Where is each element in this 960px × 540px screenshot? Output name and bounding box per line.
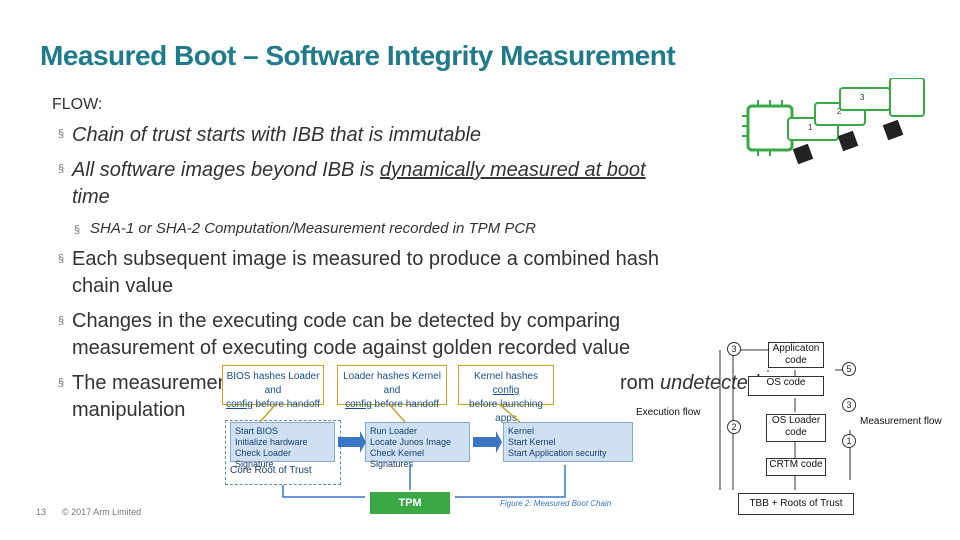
image-stack-icon: 1 2 3 [787,78,925,141]
chip-number: 3 [860,93,865,102]
tbb-roots-box: TBB + Roots of Trust [738,493,854,515]
stage-kernel: Kernel Start Kernel Start Application se… [503,422,633,462]
bullet-icon: § [58,377,65,389]
callout-underlined: config [345,399,372,410]
stage-line: Start Application security [508,448,607,458]
bullet-icon: § [58,163,65,175]
bullet-text: All software images beyond IBB is [72,159,380,181]
callout-text-line1: Kernel hashes config [461,370,551,398]
os-loader-box: OS Loader code [766,414,826,442]
bullet-italic-text: undetected [660,372,759,394]
bullet-chain-of-trust: Chain of trust starts with IBB that is i… [72,124,482,146]
boot-chain-diagram: BIOS hashes Loader and config before han… [200,365,645,515]
core-root-box [225,420,341,485]
copyright: © 2017 Arm Limited [62,507,142,517]
callout-underlined: config [226,399,253,410]
bullet-underlined-text: dynamically measured at boot [379,159,646,181]
stage-loader: Run Loader Locate Junos Image Check Kern… [365,422,470,469]
bullet-continued: manipulation [72,399,186,421]
chip-number: 2 [837,107,842,116]
chip-number: 1 [808,123,813,132]
stage-line: Start BIOS [235,426,279,436]
callout-text: before launching apps [469,399,543,424]
bullet-dynamic-measure: All software images beyond IBB is dynami… [72,157,646,183]
step-number: 3 [727,342,741,356]
callout-pointer [259,404,276,423]
page-number: 13 [36,507,47,517]
arrow-right-icon [473,431,502,453]
step-number: 5 [842,362,856,376]
execution-flow-label: Execution flow [636,407,701,418]
measurement-flow-label: Measurement flow [860,416,942,427]
callout-pointer [389,404,406,423]
stage-line: Locate Junos Image [370,437,452,447]
stage-line: Check Loader Signature [235,448,292,469]
stage-line: Kernel [508,426,535,436]
app-code-box: Applicaton code [768,342,824,368]
sub-bullet-sha: SHA-1 or SHA-2 Computation/Measurement r… [90,220,537,237]
callout-underlined: config [492,385,520,396]
bullet-continued: chain value [72,275,174,297]
tpm-connector [455,465,566,498]
callout-pointer [499,404,521,423]
bullet-icon: § [58,253,65,265]
stage-line: Run Loader [370,426,418,436]
callout-text-line2: config before handoff [340,398,444,412]
tpm-connector [282,485,365,498]
arrow-right-icon [338,431,366,453]
tpm-box: TPM [370,492,450,514]
os-code-box: OS code [748,376,824,396]
bullet-measurement-tail: rom undetected [620,370,759,396]
callout-text: Kernel hashes [474,371,538,382]
arrows-svg [259,404,566,498]
flow-label: FLOW: [52,96,103,113]
bullet-continued: time [72,186,110,208]
bullet-continued: measurement of executing code against go… [72,337,631,359]
bullet-detect-changes: Changes in the executing code can be det… [72,310,621,332]
chip-icon [742,100,794,156]
step-number: 2 [727,420,741,434]
bullet-icon: § [58,315,65,327]
stage-line: Start Kernel [508,437,556,447]
stage-line: Initialize hardware [235,437,308,447]
step-number: 1 [842,434,856,448]
callout-bios: BIOS hashes Loader and config before han… [222,365,324,410]
bullet-icon: § [58,128,65,140]
bullet-measurement: The measurement [72,372,235,394]
bullet-hash-chain: Each subsequent image is measured to pro… [72,248,660,270]
callout-kernel: Kernel hashes config before launching ap… [458,365,554,424]
slide-title: Measured Boot – Software Integrity Measu… [40,40,676,71]
bullet-text: rom [620,372,660,394]
figure-caption: Figure 2: Measured Boot Chain [500,499,612,508]
chip-chain-diagram: 1 2 3 [742,78,925,165]
crtm-box: CRTM code [766,458,826,476]
stage-bios: Start BIOS Initialize hardware Check Loa… [230,422,335,469]
core-root-label: Core Root of Trust [230,465,312,476]
callout-text: before handoff [252,399,320,410]
step-number: 3 [842,398,856,412]
callout-text: BIOS hashes Loader and [226,371,320,396]
sub-bullet-icon: § [74,224,81,236]
callout-text-line2: config before handoff [225,398,321,412]
callout-text: before handoff [371,399,439,410]
small-chip-icon [792,119,904,165]
callout-loader: Loader hashes Kernel and config before h… [337,365,447,410]
stage-line: Check Kernel Signatures [370,448,425,469]
callout-text: Loader hashes Kernel and [343,371,441,396]
